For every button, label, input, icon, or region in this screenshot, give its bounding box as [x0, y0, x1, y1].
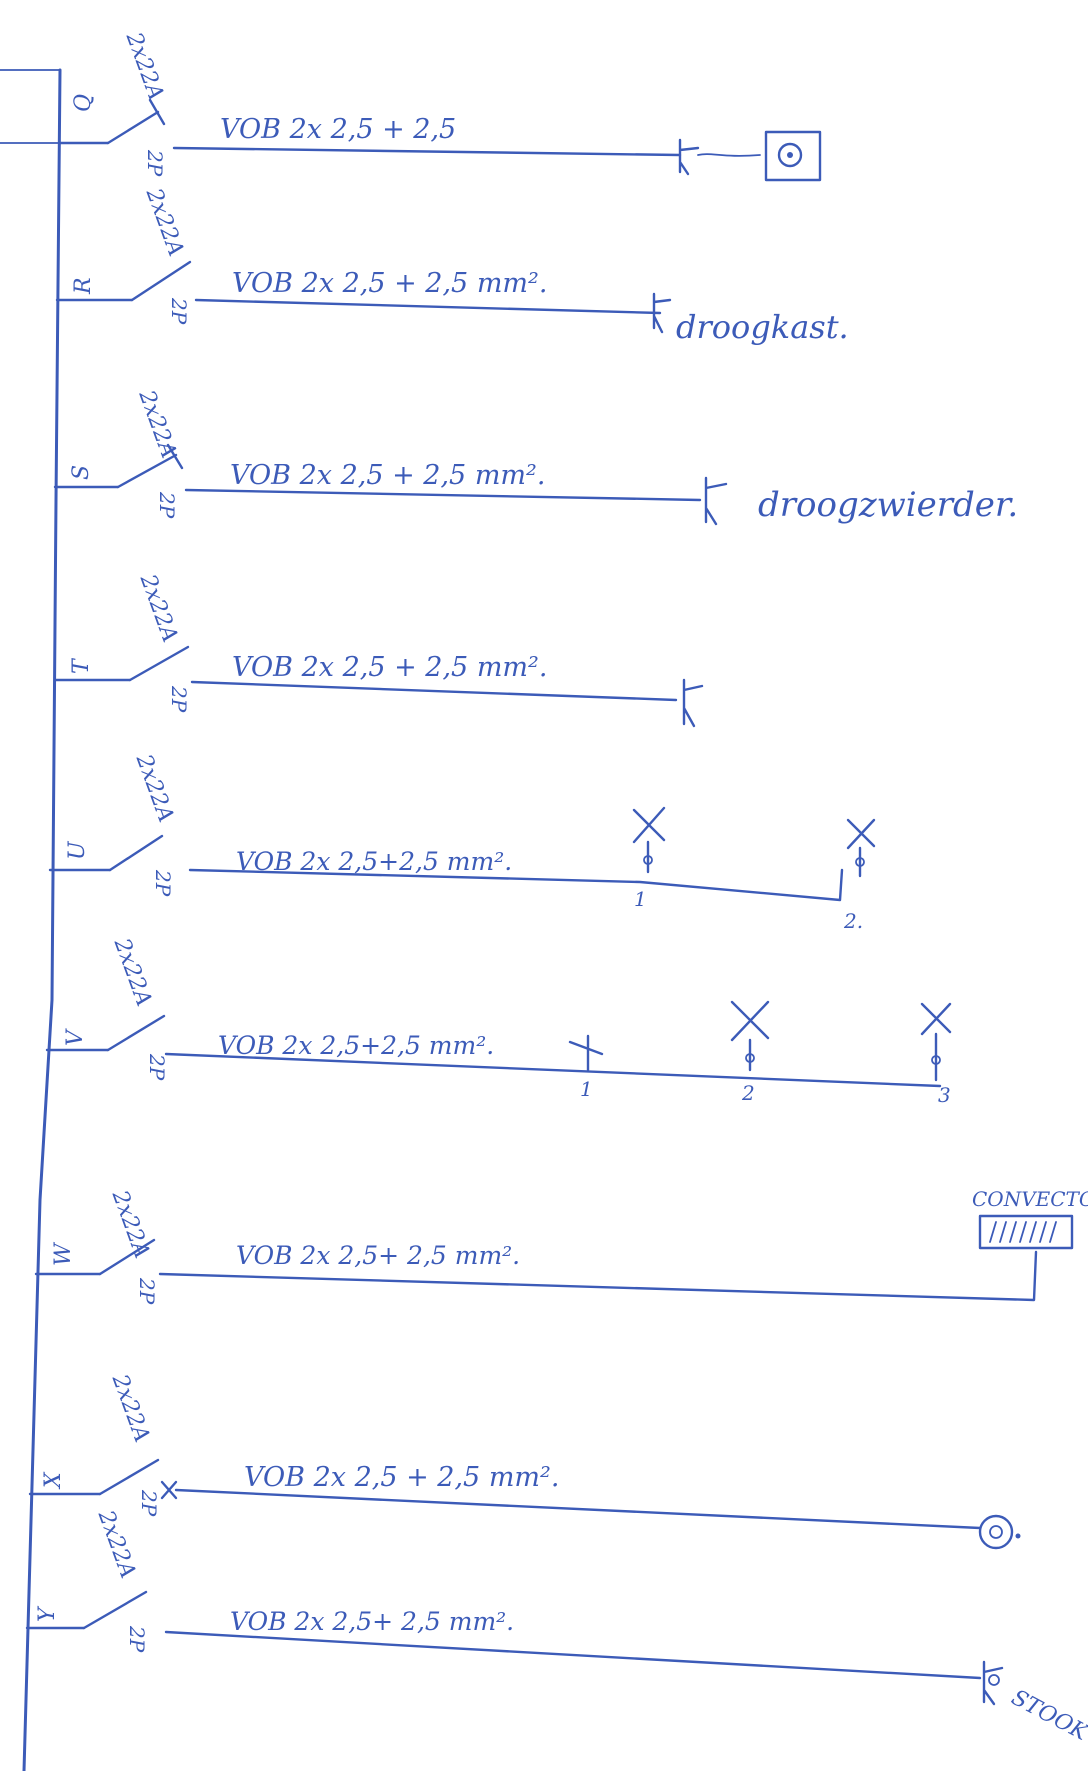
breaker-rating: 2x22A [92, 1506, 140, 1582]
circuit-u: U 2x22A 2P VOB 2x 2,5+2,5 mm². 1 2. [48, 750, 876, 933]
cable-line [190, 680, 678, 702]
breaker-poles: 2P [167, 685, 191, 713]
cable-spec: VOB 2x 2,5 + 2,5 [220, 114, 456, 145]
cable-line [158, 1250, 1038, 1302]
cable-spec: VOB 2x 2,5+2,5 mm². [236, 847, 512, 876]
breaker-rating: 2x22A [106, 1186, 154, 1262]
light-point-icon [846, 818, 876, 878]
breaker-poles: 2P [143, 149, 167, 177]
breaker-contact [82, 1590, 148, 1630]
breaker-poles: 2P [151, 869, 175, 897]
load-label: STOOK [1007, 1685, 1088, 1746]
group-letter: S [69, 465, 94, 480]
socket-icon [982, 1660, 1004, 1706]
group-letter: T [69, 657, 94, 674]
circuit-y: Y 2x22A 2P VOB 2x 2,5+ 2,5 mm². STOOK [25, 1506, 1088, 1747]
circuit-q: Q 2x22A 2P VOB 2x 2,5 + 2,5 [58, 28, 822, 182]
circuit-v: V 2x22A 2P VOB 2x 2,5+2,5 mm². 1 2 3 [45, 934, 952, 1107]
light-point-icon [730, 1000, 770, 1072]
breaker-poles: 2P [155, 491, 179, 519]
breaker-contact [98, 1458, 160, 1496]
point-number: 2 [741, 1081, 755, 1105]
cable-line [164, 1052, 942, 1088]
group-letter: Q [71, 94, 96, 112]
light-point-icon [920, 1002, 952, 1082]
main-busbar [22, 68, 62, 1771]
breaker-contact [108, 834, 164, 872]
group-letter: U [65, 840, 90, 860]
light-point-icon [632, 806, 666, 874]
point-number: 3 [938, 1083, 951, 1107]
breaker-rating: 2x22A [134, 570, 182, 646]
breaker-poles: 2P [137, 1489, 161, 1517]
breaker-cross [160, 1480, 178, 1500]
circuit-w: W 2x22A 2P VOB 2x 2,5+ 2,5 mm². CONVECTO [34, 1186, 1088, 1305]
cable-spec: VOB 2x 2,5+2,5 mm². [218, 1031, 494, 1060]
breaker-contact [116, 443, 184, 489]
socket-icon [682, 678, 704, 728]
cable-spec: VOB 2x 2,5 + 2,5 mm². [232, 652, 547, 683]
group-letter: Y [35, 1605, 60, 1622]
breaker-poles: 2P [145, 1053, 169, 1081]
cable-line [164, 1630, 982, 1680]
cable-spec: VOB 2x 2,5+ 2,5 mm². [236, 1241, 520, 1270]
breaker-rating: 2x22A [133, 386, 181, 462]
cable-spec: VOB 2x 2,5 + 2,5 mm². [232, 268, 547, 299]
cable-spec: VOB 2x 2,5 + 2,5 mm². [230, 460, 545, 491]
circuit-r: R 2x22A 2P VOB 2x 2,5 + 2,5 mm². droogka… [55, 184, 849, 346]
load-label: CONVECTO [972, 1187, 1088, 1211]
outlet-circle-icon [978, 1514, 1021, 1550]
cable-spec: VOB 2x 2,5+ 2,5 mm². [230, 1607, 514, 1636]
point-number: 1 [634, 887, 647, 911]
group-letter: W [51, 1241, 76, 1266]
circuit-t: T 2x22A 2P VOB 2x 2,5 + 2,5 mm². [53, 570, 704, 728]
cable-line [194, 298, 662, 315]
convector-icon [978, 1214, 1074, 1250]
breaker-contact [106, 98, 166, 145]
breaker-contact [98, 1238, 156, 1276]
breaker-contact [106, 1014, 166, 1052]
light-point-icon [568, 1034, 604, 1072]
breaker-rating: 2x22A [108, 934, 156, 1010]
breaker-rating: 2x22A [120, 28, 168, 104]
circuit-s: S 2x22A 2P VOB 2x 2,5 + 2,5 mm². droogzw… [53, 386, 1018, 526]
circuit-x: X 2x22A 2P VOB 2x 2,5 + 2,5 mm². [28, 1370, 1021, 1550]
socket-icon [678, 138, 761, 176]
breaker-poles: 2P [167, 297, 191, 325]
group-letter: V [63, 1028, 88, 1046]
breaker-contact [128, 645, 190, 682]
point-number: 1 [580, 1077, 593, 1101]
cable-line [188, 868, 844, 902]
cable-spec: VOB 2x 2,5 + 2,5 mm². [244, 1462, 559, 1493]
socket-icon [704, 476, 728, 526]
point-number: 2. [843, 909, 863, 933]
cable-line [184, 488, 702, 502]
cable-line [172, 146, 682, 157]
group-letter: X [41, 1471, 66, 1490]
breaker-poles: 2P [125, 1625, 149, 1653]
outlet-box-icon [764, 130, 822, 182]
breaker-rating: 2x22A [106, 1370, 154, 1446]
breaker-contact [130, 260, 192, 302]
busbar-bracket [0, 69, 61, 144]
socket-icon [652, 292, 672, 334]
breaker-rating: 2x22A [140, 184, 188, 260]
load-label: droogzwierder. [758, 485, 1018, 525]
load-label: droogkast. [676, 308, 849, 346]
breaker-rating: 2x22A [130, 750, 178, 826]
group-letter: R [71, 277, 96, 295]
breaker-poles: 2P [135, 1277, 159, 1305]
cable-line [174, 1488, 982, 1530]
